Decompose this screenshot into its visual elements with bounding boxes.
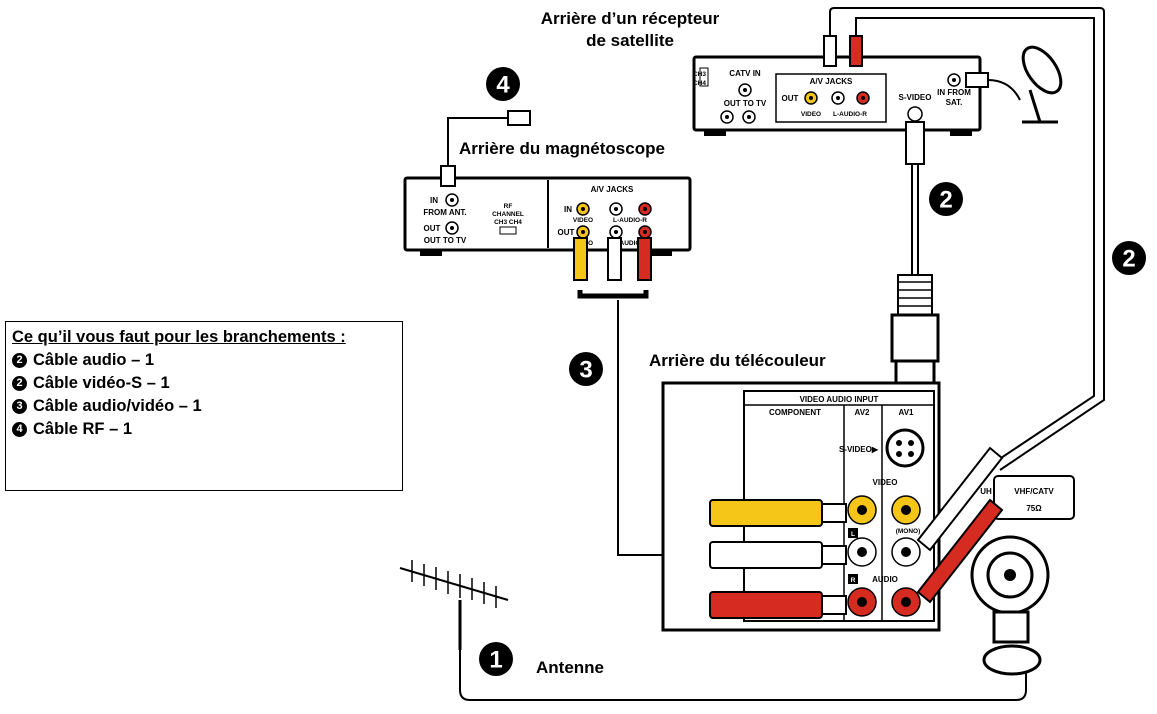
badge-1-text: 1	[489, 647, 502, 674]
requirements-box: Ce qu’il vous faut pour les branchements…	[5, 321, 403, 491]
vcr-video: VIDEO	[573, 217, 593, 224]
tv-audio-plugs-satellite	[916, 446, 1004, 604]
vcr-jack-in: IN	[564, 205, 572, 214]
tv-audio: AUDIO	[872, 575, 898, 584]
badge-4-text: 4	[496, 72, 510, 99]
badge-3-text: 3	[579, 357, 592, 384]
requirement-badge: 2	[12, 353, 27, 368]
antenna-cable	[459, 600, 1027, 701]
tv-av2: AV2	[855, 408, 871, 417]
badge-2-svideo-text: 2	[939, 187, 952, 214]
satellite-label-line2: de satellite	[586, 31, 674, 50]
sat-s-video-plug	[905, 121, 925, 165]
sat-out: OUT	[782, 94, 799, 103]
tv-video-audio-input: VIDEO AUDIO INPUT	[800, 395, 879, 404]
tv-video: VIDEO	[873, 478, 898, 487]
tv-av-plugs	[709, 499, 847, 619]
vcr-rf-plug	[440, 165, 456, 187]
rf-cable	[447, 117, 520, 178]
vcr-rf: RF	[504, 203, 513, 210]
requirement-badge: 4	[12, 422, 27, 437]
sat-l-audio-r: L-AUDIO-R	[833, 111, 867, 118]
sat-video: VIDEO	[801, 111, 821, 118]
vcr-video-plug	[573, 237, 588, 281]
requirement-item: 4 Câble RF – 1	[12, 418, 396, 441]
sat-out-to-tv: OUT TO TV	[724, 99, 767, 108]
satellite-receiver: CH3 CH4 CATV IN OUT TO TV A/V JACKS OUT …	[692, 55, 982, 136]
satellite-dish-icon	[965, 45, 1063, 124]
badge-1: 1	[479, 642, 513, 676]
av-cable-left	[617, 300, 665, 556]
vcr-out-to-tv: OUT TO TV	[424, 236, 467, 245]
vcr-out: OUT	[424, 224, 441, 233]
sat-in-from-1: IN FROM	[937, 88, 971, 97]
sat-av-jacks: A/V JACKS	[810, 77, 853, 86]
tv-component: COMPONENT	[769, 408, 821, 417]
vcr-audio-lower: AUDIO	[620, 240, 641, 247]
vcr-audio-r-plug	[637, 237, 652, 281]
sat-ch3: CH3	[693, 71, 706, 78]
av-cable-loop	[577, 290, 649, 299]
badge-2-svideo: 2	[929, 182, 963, 216]
requirement-text: Câble vidéo-S – 1	[33, 374, 170, 392]
sat-audio-plug-white	[823, 35, 837, 67]
tv-ohms: 75Ω	[1026, 504, 1042, 513]
requirement-badge: 3	[12, 399, 27, 414]
badge-3: 3	[569, 352, 603, 386]
badge-2-audio-text: 2	[1122, 246, 1135, 273]
tv-label: Arrière du télécouleur	[649, 351, 826, 370]
vcr-from-ant: FROM ANT.	[423, 208, 466, 217]
sat-catv-in: CATV IN	[729, 69, 761, 78]
tv-av1: AV1	[899, 408, 915, 417]
vcr-ch3-ch4: CH3 CH4	[494, 219, 522, 226]
tv-s-video: S-VIDEO▶	[839, 445, 879, 454]
audio-cable-satellite-tv	[829, 7, 1105, 471]
antenna-label: Antenne	[536, 658, 604, 677]
requirement-item: 2 Câble vidéo-S – 1	[12, 372, 396, 395]
requirement-item: 3 Câble audio/vidéo – 1	[12, 395, 396, 418]
vcr-jack-out: OUT	[558, 228, 575, 237]
sat-in-from-2: SAT.	[946, 98, 963, 107]
requirement-text: Câble audio/vidéo – 1	[33, 397, 202, 415]
requirement-text: Câble RF – 1	[33, 420, 133, 438]
tv-vhf-catv: VHF/CATV	[1014, 487, 1054, 496]
sat-s-video: S-VIDEO	[899, 93, 932, 102]
vcr-in: IN	[430, 196, 438, 205]
tv-uh: UH	[980, 487, 992, 496]
vcr-channel: CHANNEL	[492, 211, 524, 218]
vcr-l-audio-r: L-AUDIO-R	[613, 217, 647, 224]
antenna-rf-plug	[982, 610, 1042, 676]
s-video-plug-large	[890, 274, 940, 393]
antenna-icon	[399, 560, 509, 650]
sat-rf-plug	[507, 110, 531, 126]
requirement-text: Câble audio – 1	[33, 351, 155, 369]
vcr-audio-l-plug	[607, 237, 622, 281]
tv-mono: (MONO)	[896, 528, 921, 535]
tv-r: R	[851, 577, 856, 584]
requirements-title: Ce qu’il vous faut pour les branchements…	[12, 328, 346, 346]
audio-cable-satellite-tv-b	[855, 17, 1095, 465]
badge-2-audio: 2	[1112, 241, 1146, 275]
badge-4: 4	[486, 67, 520, 101]
sat-ch4: CH4	[693, 80, 706, 87]
sat-audio-plug-red	[849, 35, 863, 67]
requirement-item: 2 Câble audio – 1	[12, 349, 396, 372]
satellite-label-line1: Arrière d’un récepteur	[541, 9, 720, 28]
vcr-label: Arrière du magnétoscope	[459, 139, 665, 158]
tv-l: L	[851, 531, 855, 538]
vcr-av-jacks: A/V JACKS	[591, 185, 634, 194]
requirement-badge: 2	[12, 376, 27, 391]
